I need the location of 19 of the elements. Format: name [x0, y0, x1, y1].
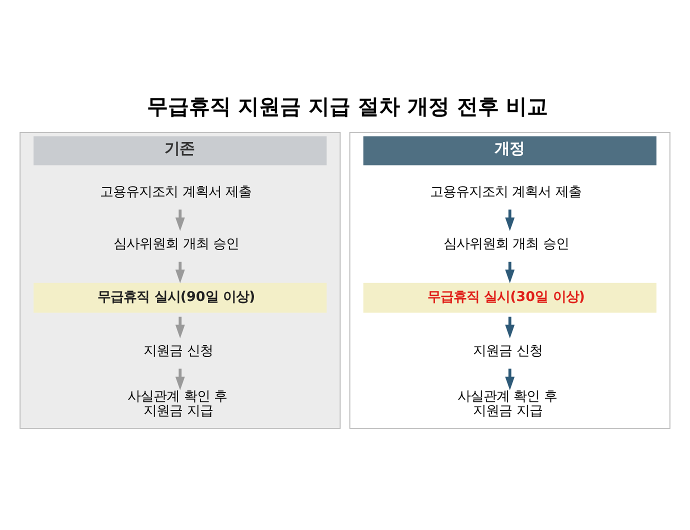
diagram-title: 무급휴직 지원금 지급 절차 개정 전후 비교: [146, 94, 548, 120]
arrow: [505, 368, 515, 390]
arrow: [175, 368, 185, 390]
node-text: 심사위원회 개최 승인: [114, 236, 240, 252]
arrow: [505, 316, 515, 338]
node-text: 지원금 신청: [473, 342, 543, 359]
node-text: 지원금 신청: [143, 342, 213, 359]
arrow: [175, 316, 185, 338]
arrow: [505, 210, 515, 232]
node-text: 사실관계 확인 후 지원금 지급: [457, 388, 557, 420]
arrow: [175, 210, 185, 232]
node-text: 사실관계 확인 후 지원금 지급: [128, 388, 228, 420]
node-text: 고용유지조치 계획서 제출: [100, 184, 252, 200]
arrow: [175, 262, 185, 284]
node-text: 고용유지조치 계획서 제출: [430, 184, 582, 200]
node-box: 무급휴직 실시(30일 이상): [363, 282, 656, 313]
node-box: 무급휴직 실시(90일 이상): [34, 282, 327, 313]
arrow: [505, 262, 515, 284]
node-text: 심사위원회 개최 승인: [443, 236, 569, 252]
